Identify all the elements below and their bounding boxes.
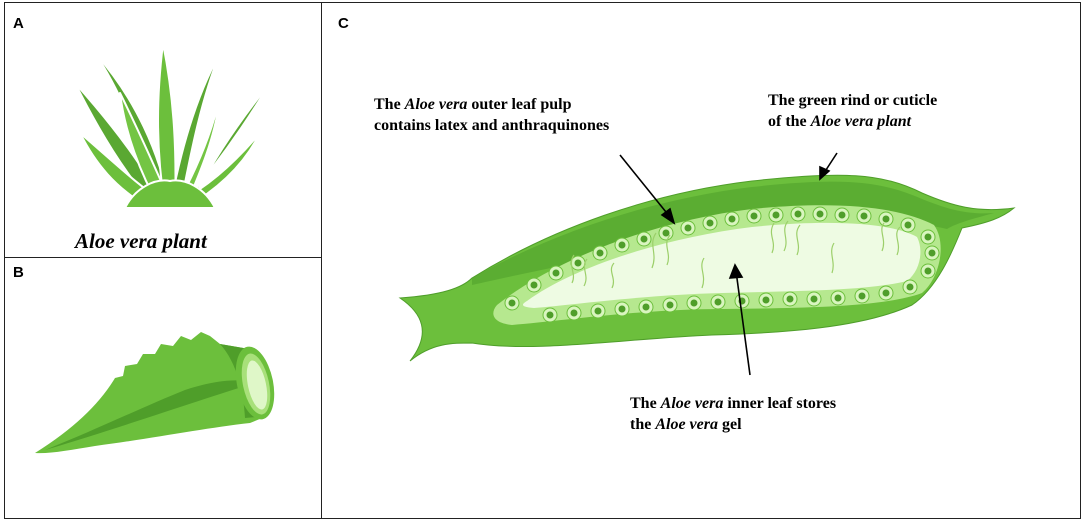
- pulp-cell-nucleus: [666, 301, 674, 309]
- pulp-cell-nucleus: [904, 221, 912, 229]
- leaf-cross-section: [398, 152, 1016, 376]
- pulp-cell-nucleus: [858, 292, 866, 300]
- aloe-leaf-segment-icon: [35, 332, 275, 454]
- panel-b-letter: B: [13, 264, 24, 281]
- pulp-cell-nucleus: [728, 215, 736, 223]
- pulp-cell-nucleus: [834, 294, 842, 302]
- pulp-cell-nucleus: [786, 295, 794, 303]
- pulp-cell-nucleus: [816, 210, 824, 218]
- pulp-cell-nucleus: [928, 249, 936, 257]
- inner-gel: [522, 222, 921, 308]
- pulp-cell-nucleus: [838, 211, 846, 219]
- pulp-cell-nucleus: [574, 259, 582, 267]
- pulp-cell-nucleus: [508, 299, 516, 307]
- inner-leaf-label: The Aloe vera inner leaf stores the Aloe…: [630, 395, 837, 433]
- pulp-cell-nucleus: [640, 235, 648, 243]
- pulp-cell-nucleus: [684, 224, 692, 232]
- aloe-plant-icon: [74, 42, 271, 209]
- pulp-cell-nucleus: [750, 212, 758, 220]
- pulp-cell-nucleus: [906, 283, 914, 291]
- pulp-cell-nucleus: [618, 241, 626, 249]
- pulp-cell-nucleus: [618, 305, 626, 313]
- pulp-cell-nucleus: [882, 215, 890, 223]
- pulp-cell-nucleus: [772, 211, 780, 219]
- pulp-cell-nucleus: [714, 298, 722, 306]
- pulp-cell-nucleus: [596, 249, 604, 257]
- pulp-cell-nucleus: [570, 309, 578, 317]
- pulp-cell-nucleus: [924, 233, 932, 241]
- pulp-cell-nucleus: [594, 307, 602, 315]
- panel-c: C The Aloe vera outer l: [321, 2, 1081, 519]
- pulp-cell-nucleus: [642, 303, 650, 311]
- outer-pulp-label: The Aloe vera outer leaf pulp contains l…: [374, 96, 610, 134]
- pulp-cell-nucleus: [810, 295, 818, 303]
- pulp-cell-nucleus: [662, 229, 670, 237]
- pulp-cell-nucleus: [546, 311, 554, 319]
- pulp-cell-nucleus: [860, 212, 868, 220]
- panel-a: A Aloe vera plant: [4, 2, 322, 258]
- pulp-cell-nucleus: [530, 281, 538, 289]
- rind-label: The green rind or cuticle of the Aloe ve…: [768, 92, 938, 130]
- pulp-cell-nucleus: [706, 219, 714, 227]
- panel-c-letter: C: [338, 15, 349, 32]
- panel-a-caption: Aloe vera plant: [75, 229, 207, 253]
- pulp-cell-nucleus: [794, 210, 802, 218]
- pulp-cell-nucleus: [762, 296, 770, 304]
- pulp-cell-nucleus: [882, 289, 890, 297]
- pulp-cell-nucleus: [552, 269, 560, 277]
- panel-a-letter: A: [13, 15, 24, 32]
- pulp-cell-nucleus: [924, 267, 932, 275]
- panel-b: B: [4, 257, 322, 519]
- pulp-cell-nucleus: [690, 299, 698, 307]
